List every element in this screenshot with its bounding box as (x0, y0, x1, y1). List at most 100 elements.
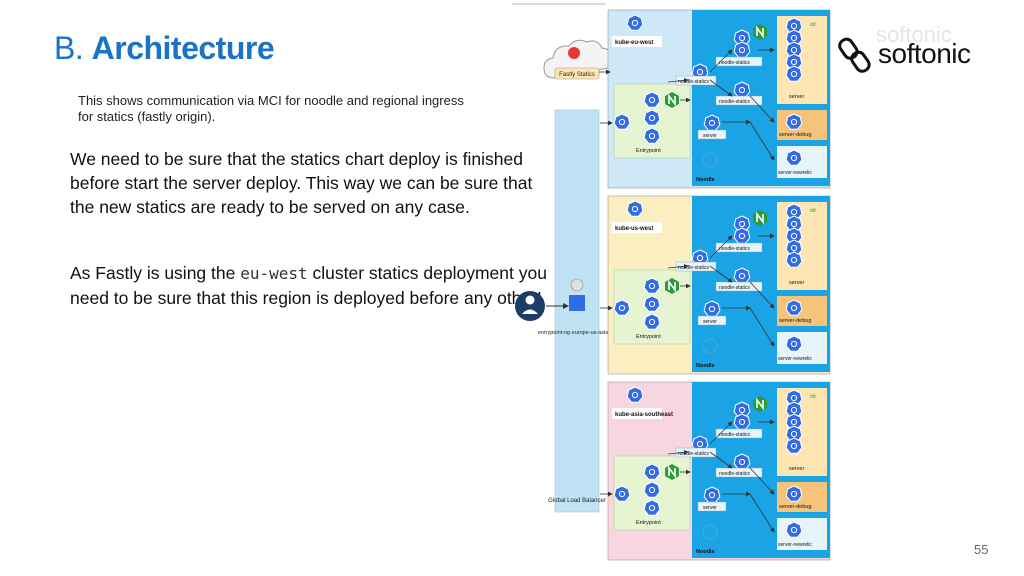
namespace-icon (702, 338, 718, 354)
softonic-logo: softonic (836, 36, 986, 76)
flow-arrow (749, 307, 775, 347)
noodle-label: Noodle (696, 363, 715, 369)
architecture-diagram: Fastly Statics Global Load Balancer entr… (512, 3, 831, 561)
k8s-pod-icon (785, 113, 803, 130)
k8s-service-icon (733, 453, 751, 470)
paragraph-region-order: As Fastly is using the eu-west cluster s… (70, 263, 547, 308)
flow-arrow (667, 450, 689, 455)
server-svc-box (697, 129, 727, 140)
server-label: server (789, 466, 804, 472)
server-deployment-box (777, 202, 827, 290)
flow-arrow (709, 265, 733, 283)
noodle-statics-label: noodle-statics (719, 246, 750, 252)
k8s-service-icon (703, 486, 721, 503)
k8s-service-icon (703, 114, 721, 131)
entrypoint-label: Entrypoint (636, 334, 661, 340)
cluster-kube-asia-southeast: kube-asia-southeastNoodleEntrypointnoodl… (600, 381, 831, 561)
k8s-service-icon (733, 81, 751, 98)
k8s-service-icon (703, 300, 721, 317)
noodle-statics-label: noodle-statics (678, 265, 709, 271)
newrelic-badge: dd (810, 394, 816, 400)
newrelic-badge: dd (810, 22, 816, 28)
flow-arrow (749, 493, 775, 533)
noodle-statics-label: noodle-statics (719, 60, 750, 66)
fastly-icon (568, 47, 580, 59)
noodle-statics-label: noodle-statics (719, 471, 750, 477)
noodle-statics-box (675, 261, 717, 272)
k8s-cluster-icon (626, 386, 644, 403)
k8s-service-icon (733, 267, 751, 284)
noodle-statics-pods-box (715, 56, 763, 67)
page-number: 55 (974, 542, 989, 557)
server-newrelic-label: server-newrelic (778, 170, 812, 176)
server-newrelic-label: server-newrelic (778, 356, 812, 362)
k8s-pod-icon (785, 65, 803, 82)
softonic-logo-icon (838, 37, 871, 73)
k8s-cluster-icon (626, 14, 644, 31)
server-debug-box (777, 296, 827, 326)
k8s-pod-icon (785, 251, 803, 268)
server-debug-box (777, 110, 827, 140)
namespace-icon (702, 524, 718, 540)
k8s-pod-icon (785, 521, 803, 538)
noodle-statics-svc-box (715, 95, 763, 106)
glb-label: Global Load Balancer (548, 498, 606, 504)
flow-arrow (709, 79, 733, 97)
flow-arrow (667, 264, 689, 269)
cluster-name-box (612, 36, 662, 47)
k8s-pod-icon (785, 437, 803, 454)
server-newrelic-box (777, 146, 827, 178)
cluster-name-box (612, 408, 662, 419)
k8s-pod-icon (643, 277, 661, 294)
k8s-pod-icon (733, 413, 751, 430)
server-label: server (789, 280, 804, 286)
k8s-pod-icon (643, 91, 661, 108)
server-svc-label: server (703, 505, 717, 511)
noodle-statics-pods-box (715, 242, 763, 253)
server-deployment-box (777, 388, 827, 476)
cluster-name-box (612, 222, 662, 233)
cluster-kube-us-west: kube-us-westNoodleEntrypointnoodle-stati… (600, 195, 831, 375)
fastly-label: Fastly Statics (559, 72, 595, 78)
noodle-statics-pods-box (715, 428, 763, 439)
flow-arrow (709, 451, 733, 469)
newrelic-badge: dd (810, 208, 816, 214)
noodle-statics-box (675, 75, 717, 86)
entrypoint-label: Entrypoint (636, 148, 661, 154)
entrypoint-label: Entrypoint (636, 520, 661, 526)
k8s-pod-icon (785, 335, 803, 352)
k8s-service-icon (613, 485, 631, 502)
k8s-pod-icon (643, 499, 661, 516)
server-svc-label: server (703, 133, 717, 139)
noodle-label: Noodle (696, 177, 715, 183)
k8s-service-icon (613, 113, 631, 130)
namespace-icon (702, 152, 718, 168)
flow-arrow (667, 78, 689, 83)
k8s-service-icon (613, 299, 631, 316)
flow-arrow (749, 121, 775, 161)
code-eu-west: eu-west (240, 264, 308, 283)
diagram-caption: This shows communication via MCI for noo… (78, 93, 464, 124)
softonic-logo-text: softonic (878, 38, 971, 69)
flow-arrow (709, 421, 733, 445)
ghost-logo-text: softonic (876, 22, 952, 47)
noodle-statics-svc-box (715, 467, 763, 478)
server-debug-label: server-debug (779, 318, 811, 324)
server-svc-box (697, 501, 727, 512)
k8s-pod-icon (643, 295, 661, 312)
flow-arrow (749, 95, 775, 123)
server-newrelic-label: server-newrelic (778, 542, 812, 548)
cluster-name: kube-asia-southeast (615, 412, 673, 418)
flow-arrow (709, 49, 733, 73)
cluster-name: kube-eu-west (615, 40, 653, 46)
k8s-cluster-icon (626, 200, 644, 217)
k8s-pod-icon (643, 109, 661, 126)
clusters: kube-eu-westNoodleEntrypointnoodle-stati… (599, 9, 831, 561)
server-svc-label: server (703, 319, 717, 325)
server-newrelic-box (777, 518, 827, 550)
server-newrelic-box (777, 332, 827, 364)
noodle-statics-label: noodle-statics (719, 285, 750, 291)
k8s-pod-icon (785, 299, 803, 316)
flow-arrow (709, 235, 733, 259)
